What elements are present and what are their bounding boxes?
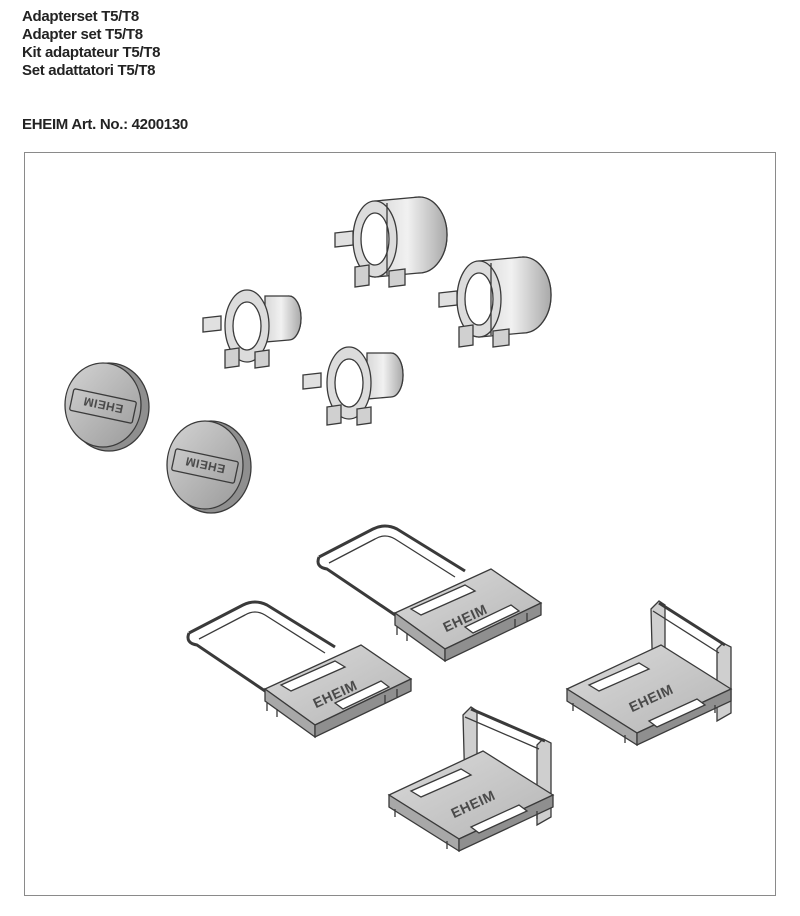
long-clip-holder-1: EHEIM [316,524,543,663]
article-number: EHEIM Art. No.: 4200130 [22,116,188,133]
short-clip-holder-2: EHEIM [387,706,555,853]
parts-illustration: EHEIM EHEIM EHEIM [64,196,733,853]
end-cap-2: EHEIM [166,420,252,514]
product-title-block: Adapterset T5/T8 Adapter set T5/T8 Kit a… [22,8,161,80]
small-socket-adapter-2 [302,346,404,426]
long-clip-holder-2: EHEIM [186,600,413,739]
large-socket-adapter-1 [334,196,448,288]
title-german: Adapterset T5/T8 [22,8,139,25]
end-cap-1: EHEIM [64,362,150,452]
short-clip-holder-1: EHEIM [565,600,733,747]
title-french: Kit adaptateur T5/T8 [22,44,161,61]
illustration-frame: EHEIM EHEIM EHEIM [24,152,776,896]
large-socket-adapter-2 [438,256,552,348]
title-italian: Set adattatori T5/T8 [22,62,156,79]
title-english: Adapter set T5/T8 [22,26,143,43]
small-socket-adapter-1 [202,289,302,369]
